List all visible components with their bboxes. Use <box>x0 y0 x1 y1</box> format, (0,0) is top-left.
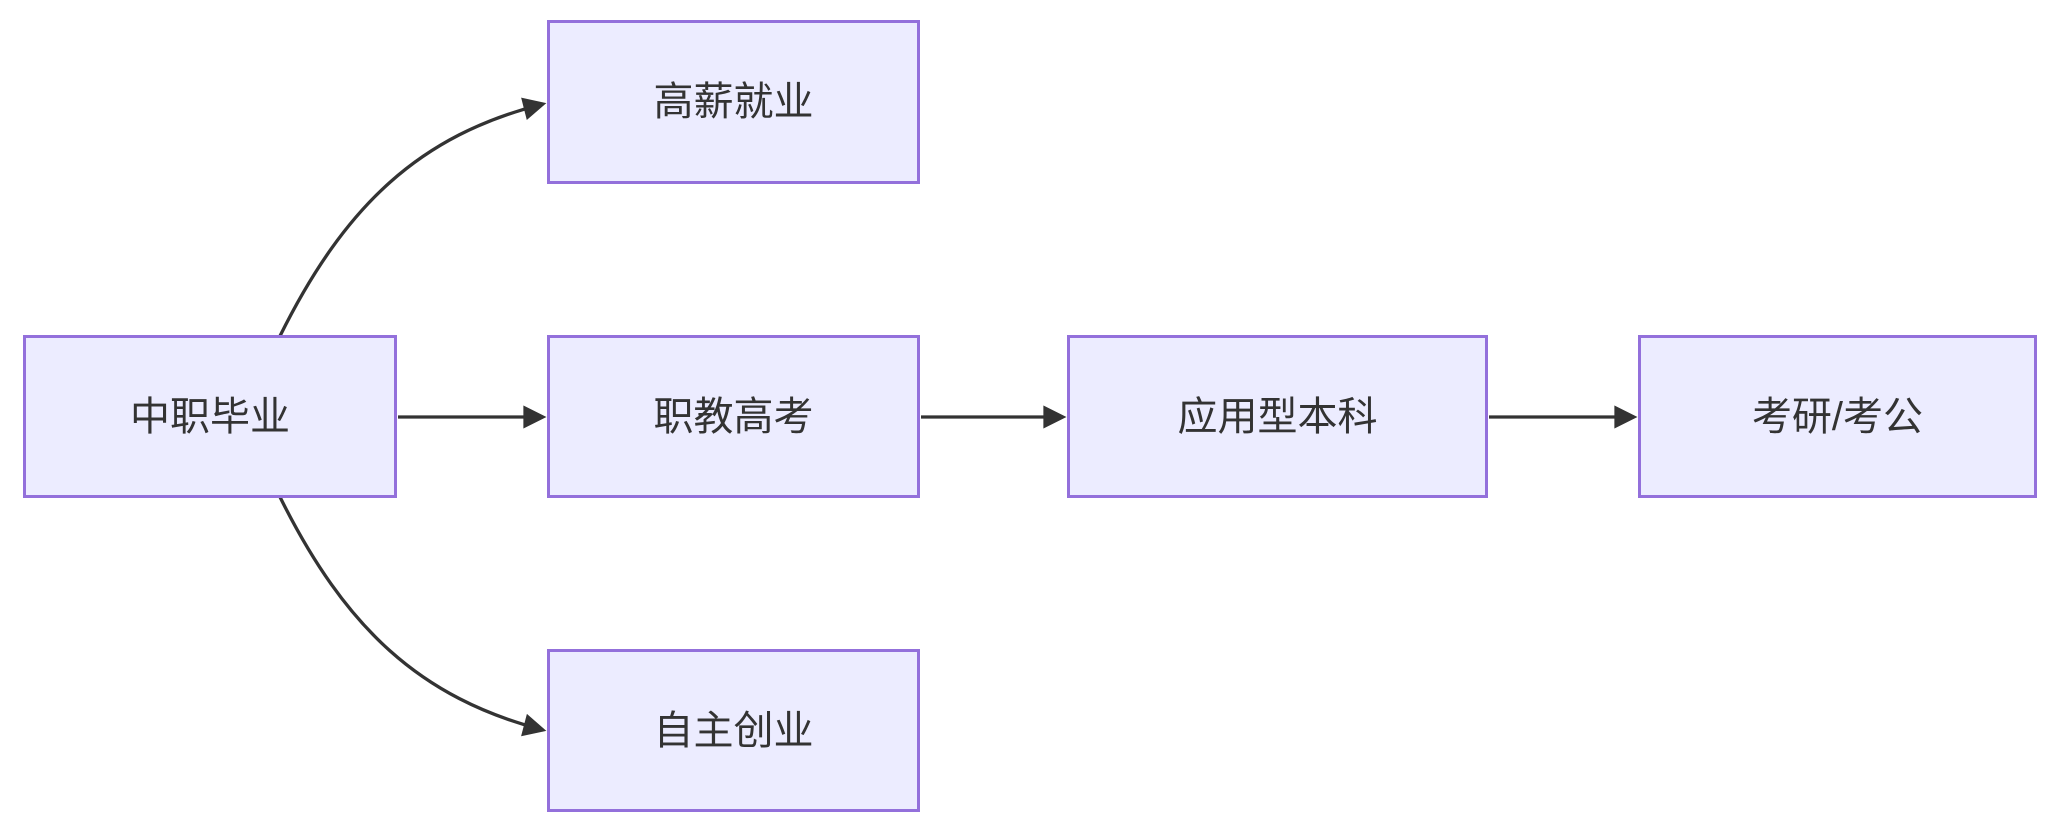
node-kaoyan-kaogong: 考研/考公 <box>1638 335 2037 498</box>
node-label: 应用型本科 <box>1177 394 1378 439</box>
edge-zhongzhi-to-gaoxin <box>278 97 547 337</box>
node-zhijiao-gaokao: 职教高考 <box>547 335 920 498</box>
node-zhongzhi-biye: 中职毕业 <box>23 335 397 498</box>
node-zizhu-chuangye: 自主创业 <box>547 649 920 812</box>
node-yingyongxing-benke: 应用型本科 <box>1067 335 1488 498</box>
node-label: 中职毕业 <box>130 394 290 439</box>
node-label: 考研/考公 <box>1751 394 1924 439</box>
edge-zhongzhi-to-zizhu <box>278 496 547 737</box>
node-label: 职教高考 <box>653 394 814 439</box>
node-label: 高薪就业 <box>653 80 814 124</box>
node-label: 自主创业 <box>653 708 814 753</box>
node-gaoxin-jiuye: 高薪就业 <box>547 20 920 184</box>
